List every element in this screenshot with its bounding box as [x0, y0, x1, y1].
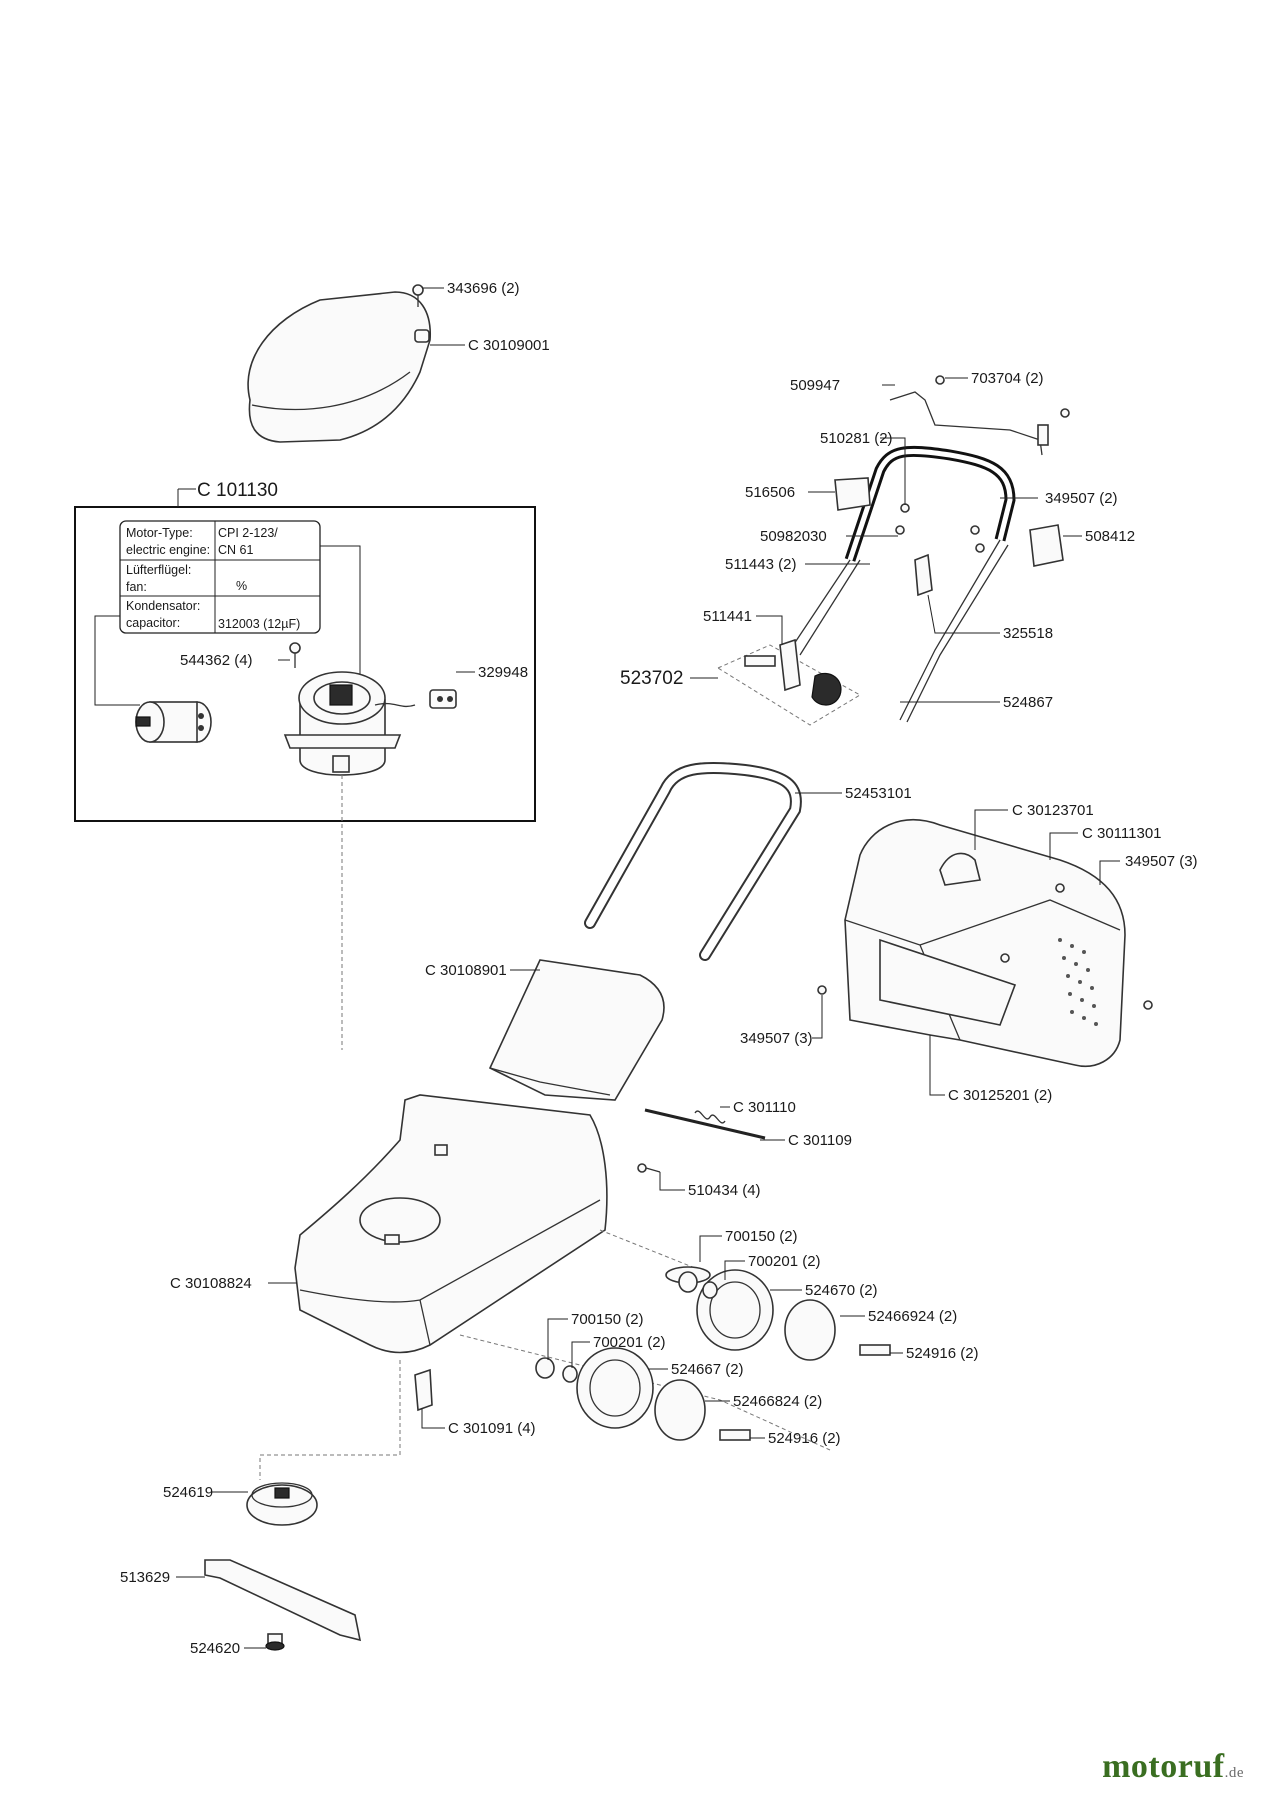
part-label: 524620 — [190, 1640, 240, 1657]
watermark-tld: .de — [1224, 1765, 1244, 1781]
mower-deck — [294, 1094, 608, 1354]
part-labels: 343696 (2) C 30109001 509947 703704 (2) … — [120, 280, 1198, 1657]
part-label: 510434 (4) — [688, 1182, 761, 1199]
part-label: 544362 (4) — [180, 652, 253, 669]
part-label: 508412 — [1085, 528, 1135, 545]
upper-handle — [789, 445, 1016, 723]
part-label: C 30109001 — [468, 337, 550, 354]
part-label: 349507 (3) — [740, 1030, 813, 1047]
blade-bolt — [265, 1633, 285, 1651]
motor-spec-table — [119, 520, 321, 634]
part-label: 510281 (2) — [820, 430, 893, 447]
part-label: C 301109 — [788, 1132, 852, 1149]
cable-clip-508412 — [1029, 524, 1064, 567]
part-label: 52453101 — [845, 785, 912, 802]
spec-value: 312003 (12µF) — [218, 617, 300, 631]
part-label: C 30123701 — [1012, 802, 1094, 819]
part-label: 513629 — [120, 1569, 170, 1586]
grass-box-screws — [817, 883, 1153, 1010]
cable-handle — [889, 391, 1049, 456]
front-wheel-washers — [535, 1357, 578, 1383]
part-label: C 30111301 — [1082, 825, 1162, 842]
blade-fan — [246, 1482, 318, 1526]
part-label: 524670 (2) — [805, 1282, 878, 1299]
part-label: 329948 — [478, 664, 528, 681]
part-label: 524619 — [163, 1484, 213, 1501]
part-label: 524667 (2) — [671, 1361, 744, 1378]
part-label: 700150 (2) — [571, 1311, 644, 1328]
lower-handle — [584, 761, 802, 961]
part-label: 349507 (3) — [1125, 853, 1198, 870]
part-label: C 30108901 — [425, 962, 507, 979]
part-label: 325518 — [1003, 625, 1053, 642]
electric-motor — [283, 671, 402, 776]
spec-value: CPI 2-123/CN 61 — [218, 526, 278, 557]
spec-key: Lüfterflügel:fan: — [126, 563, 191, 594]
part-label: 703704 (2) — [971, 370, 1044, 387]
part-label: C 30108824 — [170, 1275, 252, 1292]
lever-325518 — [914, 553, 933, 597]
part-label: 524916 (2) — [768, 1430, 841, 1447]
leader-lines — [176, 287, 1120, 1649]
part-label: 509947 — [790, 377, 840, 394]
grass-box-cover — [247, 291, 431, 443]
part-label: 349507 (2) — [1045, 490, 1118, 507]
part-label: 524867 — [1003, 694, 1053, 711]
grass-box-dots — [1058, 938, 1098, 1026]
part-label: 50982030 — [760, 528, 827, 545]
motor-group-frame — [74, 488, 536, 822]
assembly-label: 523702 — [620, 668, 683, 689]
flap-axle — [644, 1108, 766, 1140]
spec-key: Kondensator:capacitor: — [126, 599, 200, 630]
rear-wheel — [665, 1266, 891, 1361]
part-label: 511441 — [703, 608, 752, 625]
handle-screws — [895, 375, 1070, 553]
capacitor — [135, 701, 212, 743]
grass-box — [844, 819, 1126, 1067]
watermark: motoruf.de — [1102, 1748, 1244, 1786]
part-label: 52466824 (2) — [733, 1393, 822, 1410]
part-label: 511443 (2) — [725, 556, 796, 573]
connector-329948 — [429, 689, 457, 709]
part-label: C 30125201 (2) — [948, 1087, 1052, 1104]
part-label: 524916 (2) — [906, 1345, 979, 1362]
spec-key: Motor-Type:electric engine: — [126, 526, 210, 557]
rear-wheel-washers — [678, 1271, 718, 1299]
hinge-plate — [414, 1368, 433, 1412]
part-label: 700150 (2) — [725, 1228, 798, 1245]
motor-group-label: C 101130 — [197, 480, 278, 501]
part-label: 700201 (2) — [593, 1334, 666, 1351]
front-wheel — [576, 1347, 751, 1441]
deck-screw — [637, 1163, 661, 1173]
watermark-name: motoruf — [1102, 1748, 1225, 1785]
part-label: 700201 (2) — [748, 1253, 821, 1270]
spec-value: % — [236, 579, 247, 593]
screw-343696 — [412, 284, 424, 307]
mower-blade — [204, 1559, 362, 1642]
cable-clip-516506 — [834, 477, 871, 511]
motor-screw-544362 — [289, 642, 301, 668]
quick-release-group — [716, 638, 861, 726]
motor-spec-text: Motor-Type:electric engine: CPI 2-123/CN… — [126, 526, 300, 631]
part-label: 516506 — [745, 484, 795, 501]
rear-flap — [488, 959, 665, 1101]
part-label: 52466924 (2) — [868, 1308, 957, 1325]
part-label: 343696 (2) — [447, 280, 520, 297]
part-label: C 301110 — [733, 1099, 796, 1116]
part-label: C 301091 (4) — [448, 1420, 536, 1437]
